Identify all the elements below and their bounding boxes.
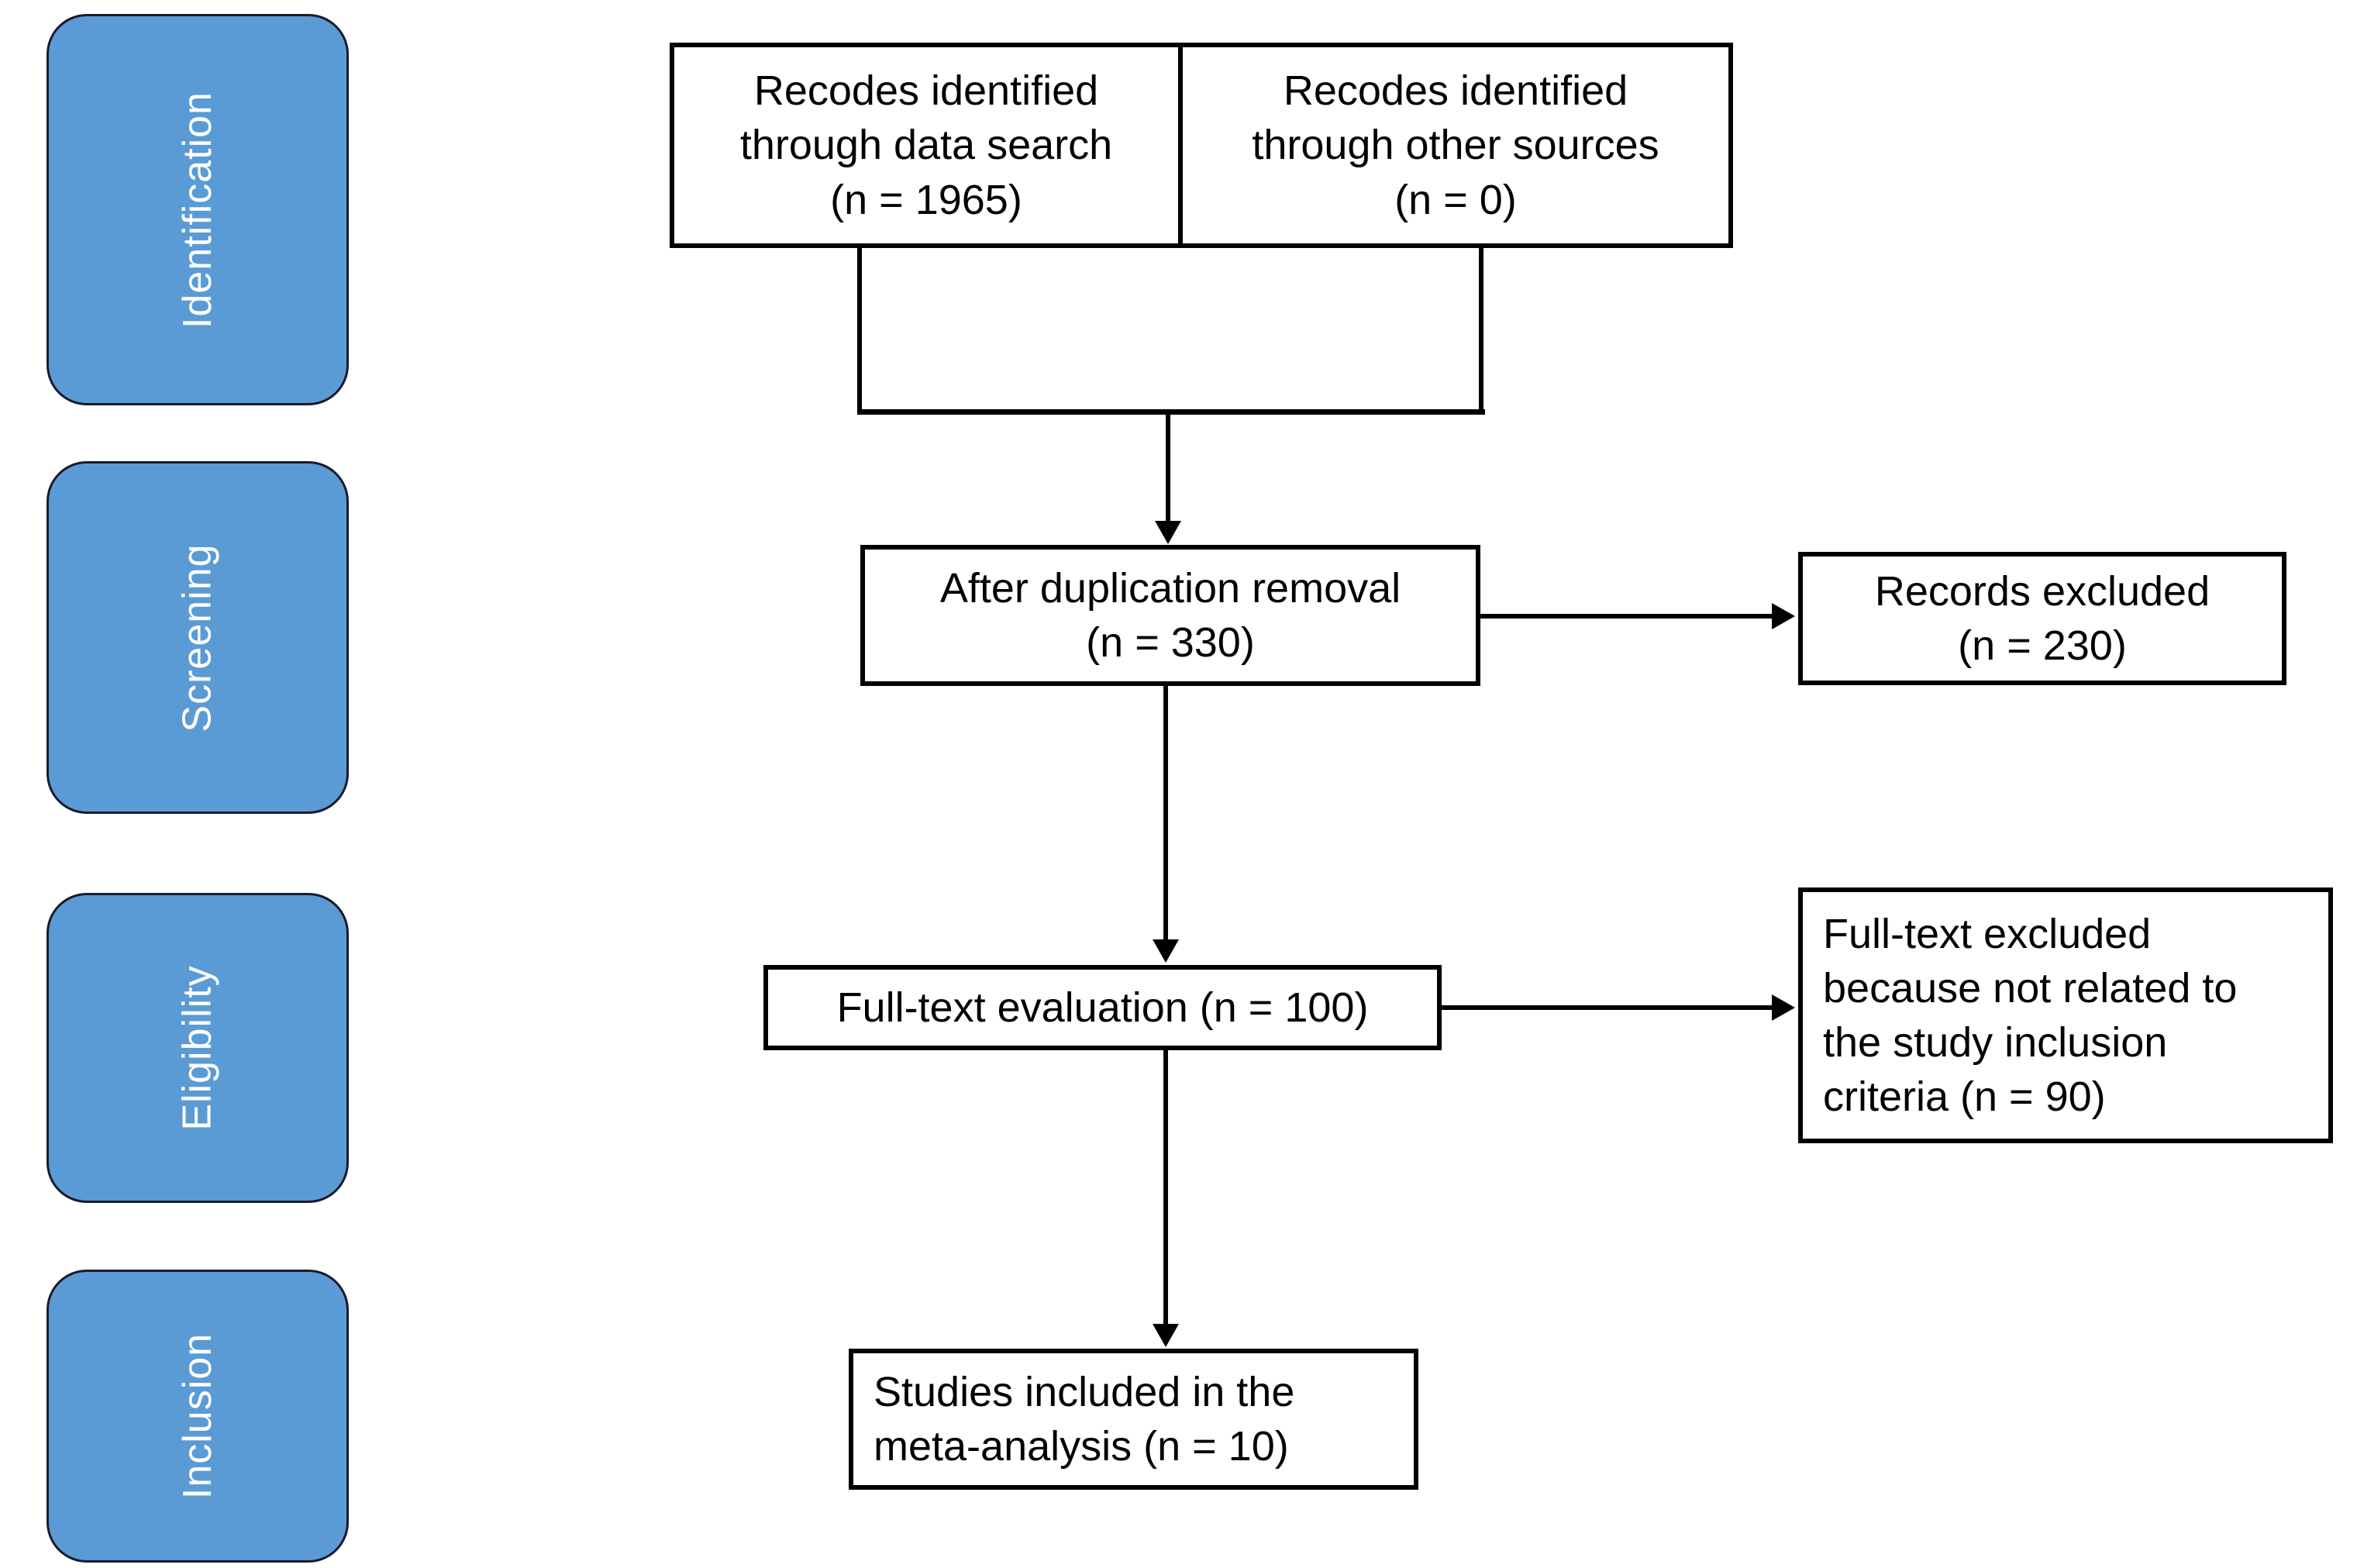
connector-database-drop bbox=[857, 248, 862, 414]
connector-merge-bar bbox=[857, 409, 1485, 415]
box-records-excluded: Records excluded (n = 230) bbox=[1798, 552, 2286, 685]
box-fulltext-excluded: Full-text excluded because not related t… bbox=[1798, 887, 2333, 1143]
box-after-duplication-removal: After duplication removal (n = 330) bbox=[860, 545, 1480, 686]
arrow-dedup-to-excluded-icon bbox=[1772, 603, 1795, 629]
box-records-excluded-text: Records excluded (n = 230) bbox=[1874, 567, 2211, 669]
connector-dedup-to-fulltext bbox=[1163, 686, 1168, 942]
connector-merge-to-dedup bbox=[1166, 409, 1170, 524]
box-fulltext-excluded-text: Full-text excluded because not related t… bbox=[1823, 910, 2238, 1121]
stage-screening-label: Screening bbox=[175, 543, 220, 732]
arrow-merge-to-dedup-icon bbox=[1155, 521, 1181, 544]
arrow-fulltext-to-included-icon bbox=[1153, 1324, 1179, 1347]
box-records-identified-database: Recodes identified through data search (… bbox=[670, 43, 1183, 248]
box-records-identified-database-text: Recodes identified through data search (… bbox=[739, 67, 1113, 223]
stage-inclusion: Inclusion bbox=[47, 1270, 349, 1563]
stage-identification: Identification bbox=[47, 14, 349, 405]
connector-fulltext-to-excluded bbox=[1442, 1005, 1775, 1010]
stage-eligibility: Eligibility bbox=[47, 893, 349, 1203]
arrow-fulltext-to-excluded-icon bbox=[1772, 994, 1795, 1021]
box-fulltext-evaluation: Full-text evaluation (n = 100) bbox=[763, 965, 1442, 1050]
box-fulltext-evaluation-text: Full-text evaluation (n = 100) bbox=[836, 984, 1369, 1031]
stage-screening: Screening bbox=[47, 461, 349, 814]
box-studies-included: Studies included in the meta-analysis (n… bbox=[849, 1349, 1418, 1490]
stage-identification-label: Identification bbox=[175, 91, 220, 329]
box-after-duplication-removal-text: After duplication removal (n = 330) bbox=[939, 564, 1401, 666]
connector-fulltext-to-included bbox=[1163, 1050, 1168, 1325]
stage-inclusion-label: Inclusion bbox=[174, 1332, 220, 1500]
connector-other-drop bbox=[1479, 248, 1483, 414]
box-records-identified-other-text: Recodes identified through other sources… bbox=[1252, 67, 1659, 223]
connector-dedup-to-excluded bbox=[1480, 614, 1775, 619]
box-records-identified-other: Recodes identified through other sources… bbox=[1178, 43, 1733, 248]
stage-eligibility-label: Eligibility bbox=[174, 965, 220, 1131]
arrow-dedup-to-fulltext-icon bbox=[1153, 939, 1179, 963]
box-studies-included-text: Studies included in the meta-analysis (n… bbox=[874, 1368, 1295, 1470]
